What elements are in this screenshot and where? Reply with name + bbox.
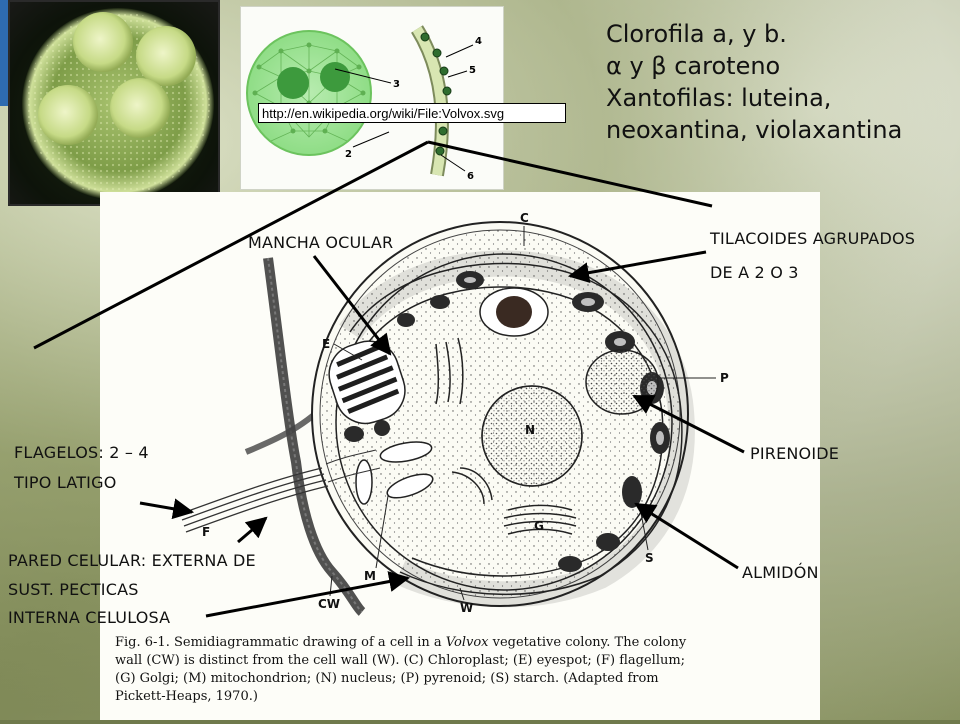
wiki-number-2: 2 — [345, 149, 352, 160]
window-edge — [0, 0, 8, 106]
wiki-volvox-diagram: 3 4 5 2 6 — [240, 6, 504, 190]
caption-genus: Volvox — [445, 635, 489, 650]
pigment-line: Clorofila a, y b. — [606, 20, 787, 48]
caption-line-3: (G) Golgi; (M) mitochondrion; (N) nucleu… — [115, 671, 659, 686]
wiki-number-5: 5 — [469, 65, 476, 76]
label-almidon: ALMIDÓN — [742, 563, 819, 582]
label-mancha-ocular: MANCHA OCULAR — [248, 233, 394, 252]
letter-f: F — [202, 525, 210, 539]
letter-g: G — [534, 519, 544, 533]
pigment-line: Xantofilas: luteina, — [606, 84, 832, 112]
pigment-line: neoxantina, violaxantina — [606, 116, 903, 144]
volvox-micrograph-svg — [22, 8, 214, 200]
letter-m: M — [364, 569, 376, 583]
label-pared-2: SUST. PECTICAS — [8, 580, 139, 599]
pigment-line: α y β caroteno — [606, 52, 781, 80]
figure-caption: Fig. 6-1. Semidiagrammatic drawing of a … — [115, 634, 815, 706]
letter-c: C — [520, 211, 529, 225]
letter-e: E — [322, 337, 330, 351]
wiki-number-4: 4 — [475, 36, 482, 47]
wiki-diagram-svg: 3 4 5 2 6 — [246, 25, 482, 182]
caption-line-2: wall (CW) is distinct from the cell wall… — [115, 653, 686, 668]
letter-s: S — [645, 551, 654, 565]
caption-line-1b: vegetative colony. The colony — [488, 635, 687, 650]
wiki-number-6: 6 — [467, 171, 474, 182]
label-pared-1: PARED CELULAR: EXTERNA DE — [8, 551, 256, 570]
caption-line-4: Pickett-Heaps, 1970.) — [115, 689, 258, 704]
label-pirenoide: PIRENOIDE — [750, 444, 840, 463]
label-flagelos-2: TIPO LATIGO — [14, 473, 117, 492]
label-tilacoides-2: DE A 2 O 3 — [710, 263, 799, 282]
volvox-micrograph — [8, 0, 220, 206]
label-tilacoides-1: TILACOIDES AGRUPADOS — [710, 229, 916, 248]
letter-p: P — [720, 371, 729, 385]
caption-line-1a: Fig. 6-1. Semidiagrammatic drawing of a … — [115, 635, 446, 650]
pigments-list: Clorofila a, y b. α y β caroteno Xantofi… — [606, 18, 946, 146]
wiki-number-3: 3 — [393, 79, 400, 90]
label-pared-3: INTERNA CELULOSA — [8, 608, 171, 627]
letter-n: N — [525, 423, 535, 437]
label-flagelos-1: FLAGELOS: 2 – 4 — [14, 443, 149, 462]
letter-w: W — [460, 601, 473, 615]
letter-cw: CW — [318, 597, 340, 611]
wiki-url-label: http://en.wikipedia.org/wiki/File:Volvox… — [258, 103, 566, 123]
